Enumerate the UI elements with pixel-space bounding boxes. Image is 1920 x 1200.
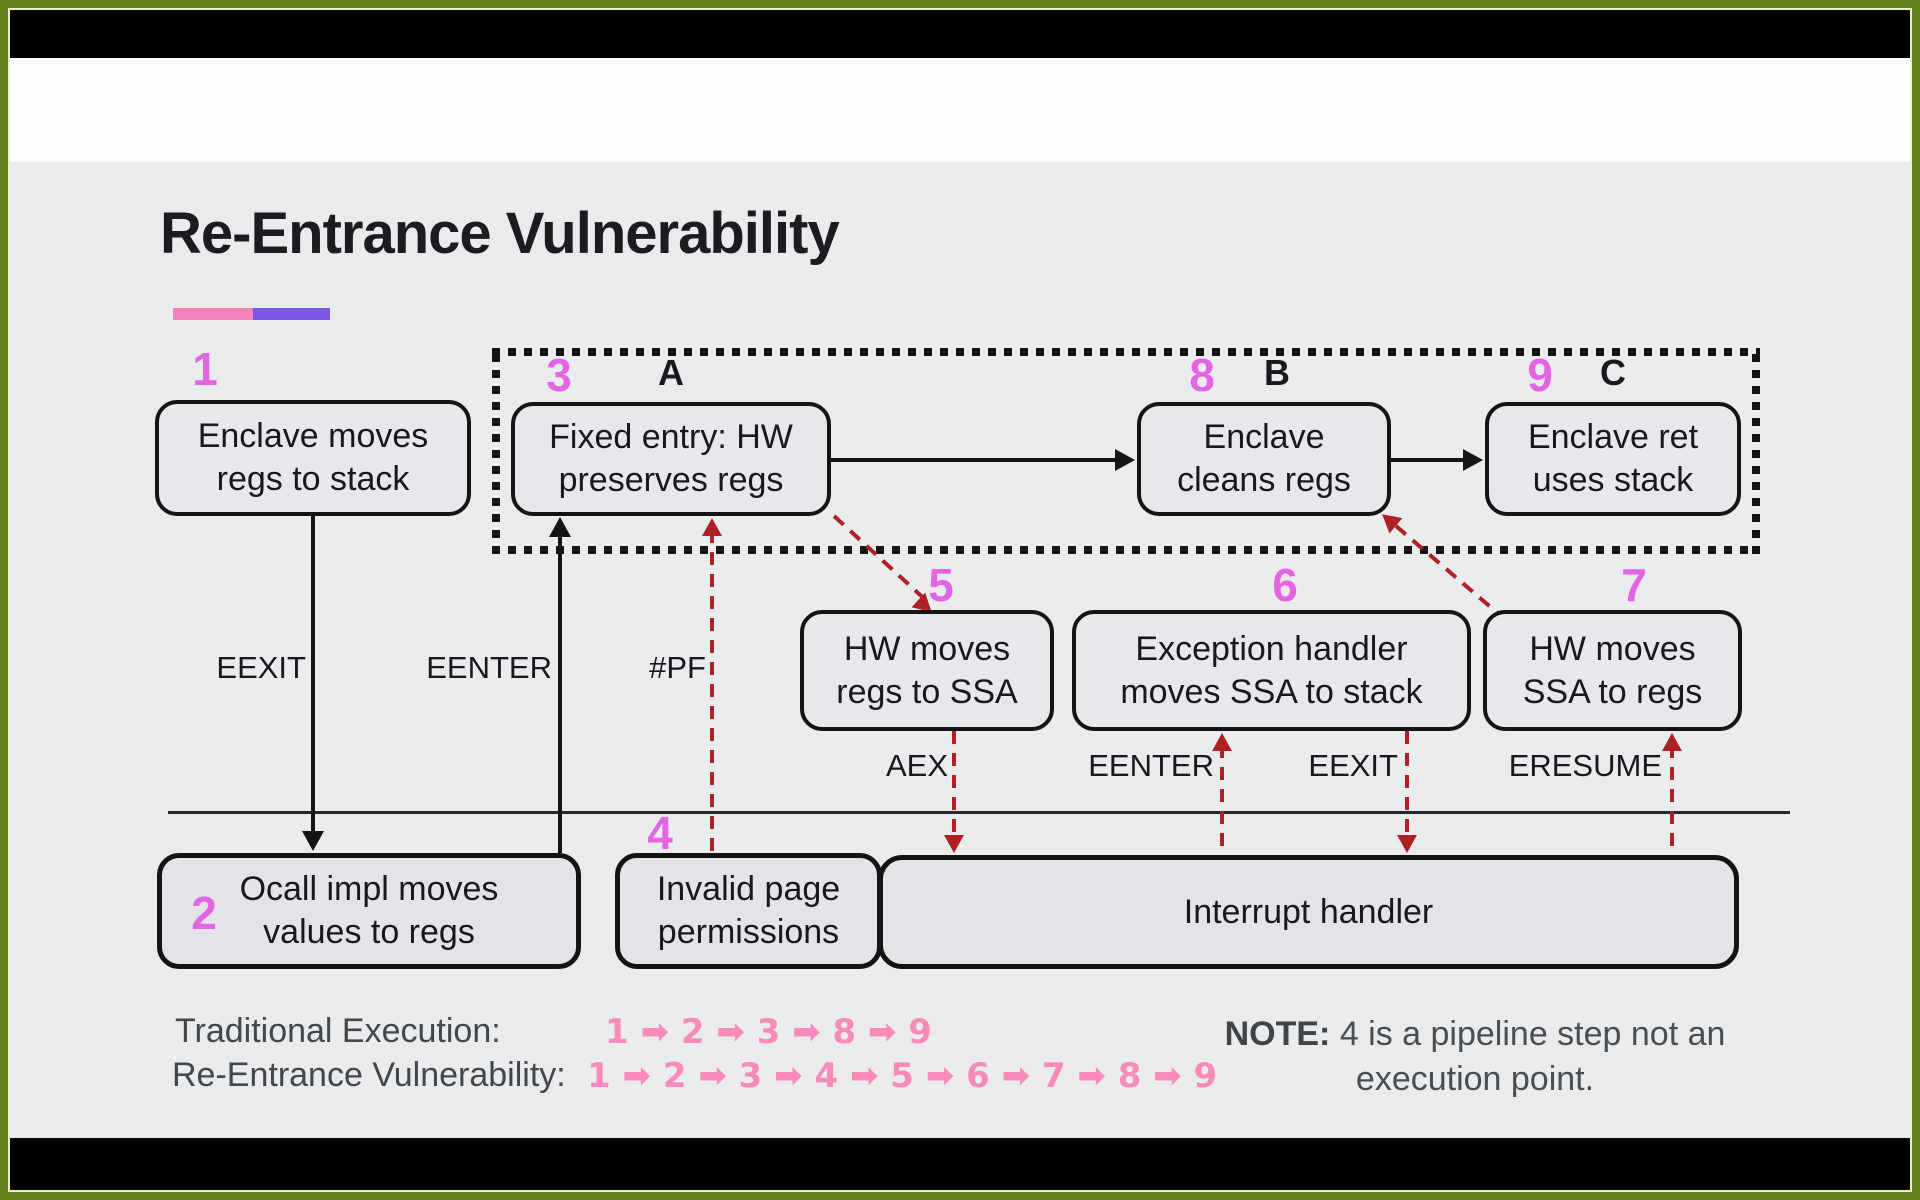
- white-band: [10, 58, 1910, 162]
- arrow-aex-line: [952, 731, 956, 839]
- arrow-aex-head: [944, 835, 964, 853]
- arrow-eexit-bottom-line: [1405, 731, 1409, 839]
- arrow-a-to-b-line: [830, 458, 1120, 462]
- arrow-eenter-bottom-head: [1212, 733, 1232, 751]
- arrow-eresume-head: [1662, 733, 1682, 751]
- node-text: permissions: [657, 913, 840, 951]
- node-text: uses stack: [1532, 461, 1694, 499]
- step-number-5: 5: [928, 559, 954, 611]
- title-accent-purple: [253, 308, 330, 320]
- step-number-2: 2: [191, 887, 217, 939]
- arrow-eexit-line: [311, 515, 315, 837]
- arrow-pf-line: [710, 530, 714, 853]
- step-letter-a: A: [658, 352, 684, 393]
- node-hw-moves-regs-ssa: HW moves regs to SSA: [800, 610, 1054, 731]
- node-exception-handler: Exception handler moves SSA to stack: [1072, 610, 1471, 731]
- node-text: moves SSA to stack: [1120, 672, 1423, 711]
- node-text: regs to stack: [216, 460, 410, 498]
- node-text: Ocall impl moves: [239, 870, 499, 909]
- node-text: Invalid page: [656, 870, 841, 909]
- boundary-line: [168, 811, 1790, 814]
- step-number-6: 6: [1272, 559, 1298, 611]
- arrow-eresume-line: [1670, 745, 1674, 855]
- arrow-b-to-c-line: [1390, 458, 1465, 462]
- note-label: NOTE:: [1224, 1015, 1331, 1053]
- label-eexit-bottom: EEXIT: [1308, 748, 1398, 783]
- node-text: Fixed entry: HW: [549, 418, 793, 457]
- slide-title: Re-Entrance Vulnerability: [160, 201, 840, 266]
- arrow-b-to-c-head: [1463, 449, 1483, 471]
- node-text: HW moves: [1529, 629, 1696, 668]
- step-number-8: 8: [1189, 349, 1215, 401]
- node-text: Enclave moves: [197, 417, 429, 456]
- node-enclave-moves-regs: Enclave moves regs to stack: [155, 400, 471, 516]
- node-hw-moves-ssa-regs: HW moves SSA to regs: [1483, 610, 1742, 731]
- reentrance-sequence: 1 ➡ 2 ➡ 3 ➡ 4 ➡ 5 ➡ 6 ➡ 7 ➡ 8 ➡ 9: [587, 1056, 1218, 1096]
- arrow-pf-head: [702, 518, 722, 536]
- title-accent-pink: [173, 308, 253, 320]
- step-number-1: 1: [192, 343, 218, 395]
- node-ocall-impl: Ocall impl moves values to regs: [157, 853, 581, 969]
- note-line-2: execution point.: [1355, 1059, 1595, 1098]
- node-text: values to regs: [263, 913, 475, 951]
- reentrance-label: Re-Entrance Vulnerability:: [172, 1056, 566, 1094]
- node-enclave-ret: Enclave ret uses stack: [1485, 402, 1741, 516]
- step-letter-b: B: [1264, 352, 1290, 393]
- node-text: Exception handler: [1135, 629, 1408, 668]
- node-text: HW moves: [843, 629, 1011, 668]
- node-interrupt-handler: Interrupt handler: [878, 855, 1739, 969]
- label-pf: #PF: [649, 650, 706, 685]
- node-text: Enclave ret: [1527, 418, 1699, 457]
- node-text: SSA to regs: [1522, 672, 1703, 711]
- note-line-1: NOTE: 4 is a pipeline step not an: [1205, 1012, 1745, 1057]
- arrow-a-to-b-head: [1115, 449, 1135, 471]
- label-aex: AEX: [885, 748, 948, 783]
- node-invalid-page: Invalid page permissions: [615, 853, 882, 969]
- node-text: Enclave: [1203, 418, 1325, 457]
- arrow-eenter-line: [558, 528, 562, 853]
- traditional-execution-sequence: 1 ➡ 2 ➡ 3 ➡ 8 ➡ 9: [605, 1012, 932, 1052]
- label-eexit-top: EEXIT: [216, 650, 306, 685]
- bottom-letterbox-bar: [10, 1138, 1910, 1192]
- node-text: Interrupt handler: [1183, 892, 1434, 931]
- step-number-7: 7: [1621, 559, 1647, 611]
- arrow-eexit-head: [302, 831, 324, 851]
- step-letter-c: C: [1600, 352, 1626, 393]
- top-letterbox-bar: [10, 8, 1910, 58]
- step-number-9: 9: [1527, 349, 1553, 401]
- note-text: 4 is a pipeline step not an: [1339, 1015, 1726, 1053]
- arrow-eenter-head: [549, 517, 571, 537]
- label-eenter-bottom: EENTER: [1088, 748, 1214, 783]
- arrow-eexit-bottom-head: [1397, 835, 1417, 853]
- node-text: preserves regs: [558, 461, 784, 499]
- step-number-4: 4: [647, 807, 673, 859]
- node-enclave-cleans-regs: Enclave cleans regs: [1137, 402, 1391, 516]
- arrow-eenter-bottom-line: [1220, 745, 1224, 855]
- node-text: regs to SSA: [836, 672, 1018, 711]
- traditional-execution-label: Traditional Execution:: [175, 1012, 501, 1050]
- label-eenter-top: EENTER: [426, 650, 552, 685]
- node-fixed-entry: Fixed entry: HW preserves regs: [511, 402, 831, 516]
- node-text: cleans regs: [1177, 461, 1351, 499]
- step-number-3: 3: [546, 349, 572, 401]
- note-block: NOTE: 4 is a pipeline step not an execut…: [1205, 1012, 1745, 1102]
- label-eresume: ERESUME: [1508, 748, 1662, 783]
